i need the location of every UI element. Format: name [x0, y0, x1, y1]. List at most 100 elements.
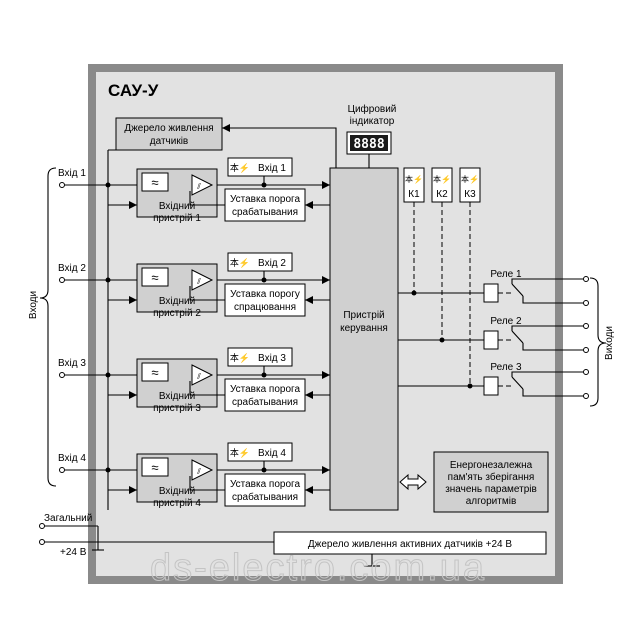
relay-led-label: К2	[436, 189, 448, 200]
device-title: САУ-У	[108, 81, 159, 100]
relay-3: Реле 3	[398, 362, 589, 399]
output-terminal	[583, 347, 589, 353]
input-led-block	[227, 252, 293, 272]
led-junction	[261, 372, 267, 378]
comparator-glyph: ⫽	[196, 467, 201, 476]
relay-contact	[511, 283, 524, 297]
input-led-label: Вхід 1	[258, 163, 286, 174]
sensor-supply-link	[222, 127, 337, 172]
control-unit-line2: керування	[340, 323, 388, 334]
relay-out-line-b	[522, 343, 583, 351]
input-device-line1: Вхідний	[159, 486, 195, 497]
input-device-line2: пристрій 4	[153, 498, 201, 509]
digital-indicator-screen	[350, 135, 388, 151]
relay-led-2: 本⚡К2	[431, 167, 453, 343]
input-label: Вхід 3	[58, 358, 86, 369]
sensor-supply-block	[115, 117, 223, 151]
input-terminal	[59, 372, 65, 378]
relay-coil	[483, 283, 499, 303]
bus-junction	[105, 467, 111, 473]
sensor-supply-line1: Джерело живлення	[124, 123, 213, 134]
comparator-symbol	[191, 269, 214, 291]
relay-out-line-a	[511, 278, 583, 284]
led-icon: 本⚡	[230, 162, 250, 174]
relay-contact	[511, 376, 524, 390]
memory-link-arrow	[399, 473, 427, 491]
relay-out-line-b	[522, 389, 583, 397]
inputs-label: Входи	[28, 291, 39, 319]
output-terminal	[583, 323, 589, 329]
setpoint-to-comparator	[189, 381, 225, 396]
output-terminal	[583, 393, 589, 399]
filter-block	[141, 457, 169, 477]
setpoint-line1: Уставка порога	[230, 384, 300, 395]
common-label: Загальний	[44, 513, 92, 524]
supply-branch-arrow	[129, 486, 137, 494]
input-label: Вхід 4	[58, 453, 86, 464]
relay-out-line-a	[511, 371, 583, 377]
active-supply-block	[273, 531, 547, 555]
relay-coil	[483, 330, 499, 350]
setpoint-arrow	[305, 486, 313, 494]
indicator-label-line1: Цифровий	[348, 103, 397, 115]
relay-label: Реле 3	[490, 362, 522, 373]
inputs-brace	[39, 167, 57, 487]
setpoint-arrow	[305, 296, 313, 304]
sensor-supply-line2: датчиків	[150, 136, 188, 147]
output-terminal	[583, 369, 589, 375]
signal-arrow	[322, 276, 330, 284]
bus-junction	[105, 277, 111, 283]
indicator-digits: 8888	[353, 137, 384, 152]
led-junction	[261, 277, 267, 283]
comparator-symbol	[191, 364, 214, 386]
outputs-label: Виходи	[604, 326, 615, 360]
input-device-line2: пристрій 1	[153, 213, 201, 224]
led-junction	[261, 467, 267, 473]
input-led-label: Вхід 2	[258, 258, 286, 269]
relay-led-1: 本⚡ К1	[403, 167, 425, 296]
setpoint-line1: Уставка порога	[230, 194, 300, 205]
setpoint-arrow	[305, 201, 313, 209]
setpoint-block	[224, 378, 306, 412]
input-label: Вхід 1	[58, 168, 86, 179]
input-terminal	[59, 182, 65, 188]
setpoint-block	[224, 473, 306, 507]
relay-2: Реле 2	[398, 316, 589, 353]
setpoint-to-comparator	[189, 286, 225, 301]
watermark: ds-electro.com.ua	[150, 547, 486, 589]
memory-block	[433, 451, 549, 513]
comparator-symbol	[191, 174, 214, 196]
common-terminal	[39, 523, 45, 529]
setpoint-arrow	[305, 391, 313, 399]
comparator-glyph: ⫽	[196, 372, 201, 381]
setpoint-line2: спрацювання	[234, 302, 296, 313]
input-terminal	[59, 277, 65, 283]
setpoint-block	[224, 283, 306, 317]
input-led-label: Вхід 4	[258, 448, 286, 459]
relay-label: Реле 1	[490, 269, 522, 280]
input-label: Вхід 2	[58, 263, 86, 274]
relay-leds: 本⚡ К1 本⚡К2 本⚡ К3	[403, 167, 481, 389]
relay-led-icon: 本⚡	[405, 174, 423, 184]
relay-led-label: К3	[464, 189, 476, 200]
input-terminal	[59, 467, 65, 473]
comparator-glyph: ⫽	[196, 277, 201, 286]
relay-led-label: К1	[408, 189, 420, 200]
relay-led-icon: 本⚡	[461, 174, 479, 184]
setpoint-line1: Уставка порога	[230, 479, 300, 490]
signal-arrow	[322, 466, 330, 474]
comparator-symbol	[191, 459, 214, 481]
input-device-line1: Вхідний	[159, 296, 195, 307]
plus24-label: +24 В	[60, 547, 87, 558]
relay-label: Реле 2	[490, 316, 522, 327]
setpoint-block	[224, 188, 306, 222]
signal-arrow	[322, 371, 330, 379]
outputs-brace	[589, 277, 607, 407]
supply-branch-arrow	[129, 296, 137, 304]
plus24-terminal	[39, 539, 45, 545]
memory-line4: алгоритмів	[466, 496, 517, 507]
led-icon: 本⚡	[230, 352, 250, 364]
